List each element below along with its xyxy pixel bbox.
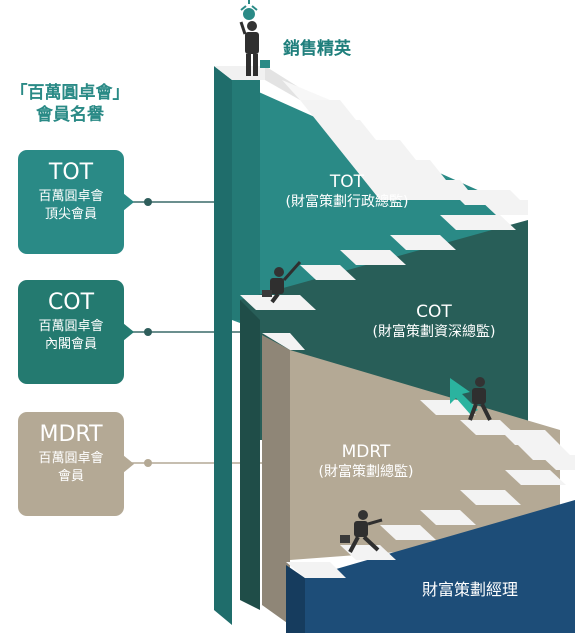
badge-mdrt-desc: 百萬圓卓會 會員 [38, 451, 104, 484]
stair-mdrt-role: (財富策劃總監) [318, 464, 414, 480]
page-title-line2: 會員名譽 [36, 105, 104, 125]
stair-label-tot: TOT (財富策劃行政總監) [262, 172, 432, 211]
base-block [286, 455, 575, 633]
stair-mdrt-abbr: MDRT [341, 442, 391, 462]
badge-cot: COT 百萬圓卓會 內閣會員 [18, 280, 134, 384]
figure-mdrt-arrow [450, 377, 492, 421]
stair-cot-abbr: COT [416, 302, 452, 322]
badge-tot: TOT 百萬圓卓會 頂尖會員 [18, 150, 134, 254]
badge-tot-abbr: TOT [48, 160, 94, 185]
stair-tot-abbr: TOT [329, 172, 365, 192]
stair-label-mdrt: MDRT (財富策劃總監) [296, 442, 436, 481]
stair-tot-role: (財富策劃行政總監) [285, 194, 409, 210]
figure-cot-climbing [262, 261, 302, 304]
badge-cot-abbr: COT [47, 290, 95, 315]
badge-mdrt: MDRT 百萬圓卓會 會員 [18, 412, 134, 516]
mdrt-block [262, 333, 575, 625]
page-title: 「百萬圓卓會」 會員名譽 [0, 82, 140, 126]
badge-cot-desc: 百萬圓卓會 內閣會員 [38, 319, 104, 352]
page-title-line1: 「百萬圓卓會」 [10, 83, 130, 103]
stair-cot-role: (財富策劃資深總監) [372, 324, 496, 340]
base-label-manager: 財富策劃經理 [422, 580, 519, 599]
badge-tot-desc: 百萬圓卓會 頂尖會員 [38, 189, 104, 222]
figure-top-celebrating [239, 0, 270, 76]
figure-base-running [340, 510, 383, 553]
top-label-sales-elite: 銷售精英 [283, 39, 351, 59]
stair-label-cot: COT (財富策劃資深總監) [348, 302, 520, 341]
badge-mdrt-abbr: MDRT [39, 422, 103, 447]
